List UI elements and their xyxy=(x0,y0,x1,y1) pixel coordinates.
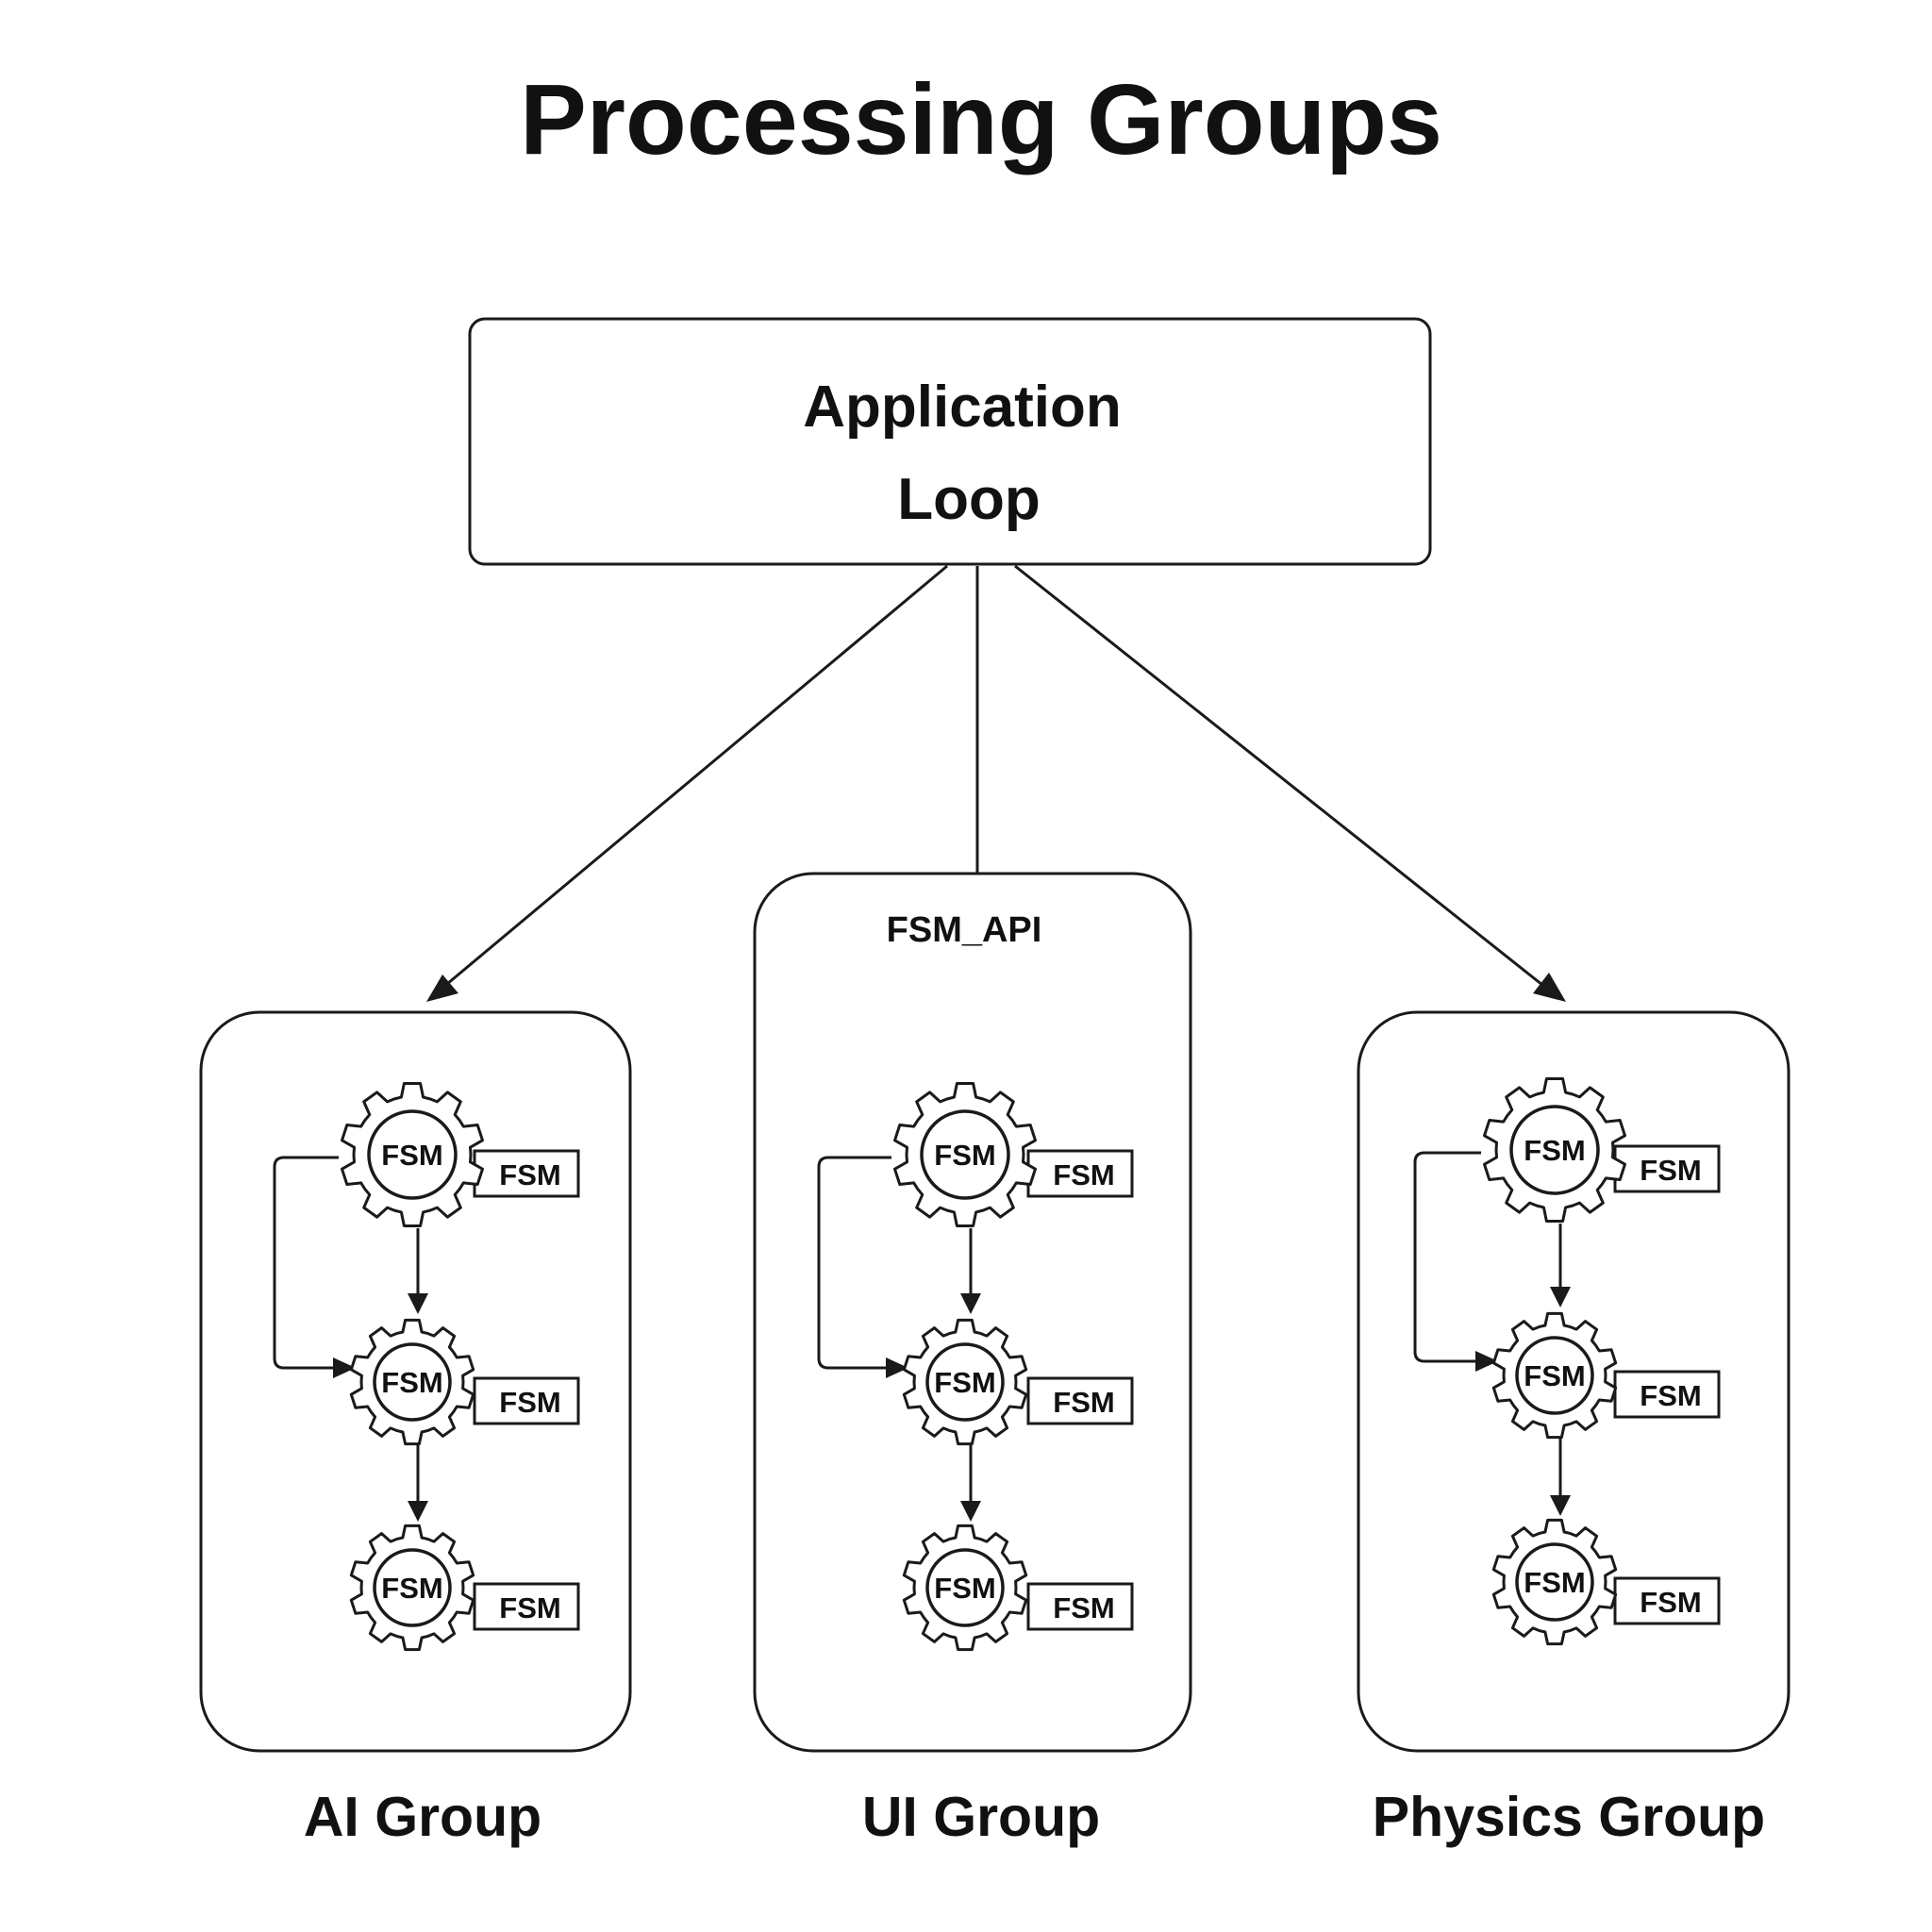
bypass-connector xyxy=(817,1156,908,1370)
fsm-flows: FSMFSMFSMFSMFSMFSMFSMFSMFSMFSMFSMFSMFSMF… xyxy=(273,1077,1721,1652)
gear-hub xyxy=(925,1342,1005,1422)
fsm-tag-box xyxy=(1026,1582,1134,1631)
gear-node: FSM FSM xyxy=(349,1318,580,1446)
connector-to-ai-group xyxy=(441,564,948,991)
ui-group-label: UI Group xyxy=(862,1786,1100,1848)
fsm-tag-label: FSM xyxy=(1053,1386,1114,1419)
gear-hub xyxy=(920,1109,1010,1200)
gear-hub xyxy=(1515,1336,1594,1415)
fsm-gear-label: FSM xyxy=(934,1139,995,1172)
fsm-gear-label: FSM xyxy=(934,1366,995,1399)
ui-group-flow: FSM FSM FSM FSM FSM FSM xyxy=(817,1082,1134,1652)
gear-node: FSM FSM xyxy=(902,1318,1134,1446)
gear-node: FSM FSM xyxy=(893,1082,1134,1227)
fsm-gear-label: FSM xyxy=(381,1139,442,1172)
application-loop-label-line1: Application xyxy=(803,375,1122,440)
fsm-tag-box xyxy=(1613,1144,1721,1193)
fsm-tag-label: FSM xyxy=(1640,1586,1701,1619)
arrow-icon xyxy=(1475,1351,1498,1372)
gear-node: FSM FSM xyxy=(1491,1518,1721,1646)
fsm-gear-label: FSM xyxy=(1524,1134,1585,1167)
application-loop-label-line2: Loop xyxy=(897,467,1041,532)
arrow-icon xyxy=(886,1357,908,1378)
fsm-tag-label: FSM xyxy=(1053,1591,1114,1624)
gear-hub xyxy=(367,1109,458,1200)
fsm-gear-label: FSM xyxy=(381,1366,442,1399)
gear-hub xyxy=(373,1342,452,1422)
fsm-tag-box xyxy=(473,1582,580,1631)
application-loop-node: Application Loop xyxy=(468,317,1432,566)
arrow-icon xyxy=(333,1357,356,1378)
gear-node: FSM FSM xyxy=(1483,1077,1721,1223)
gear-hub xyxy=(373,1548,452,1627)
fsm-gear-label: FSM xyxy=(934,1572,995,1605)
arrow-icon xyxy=(960,1501,981,1522)
gear-hub xyxy=(925,1548,1005,1627)
physics-group-flow: FSM FSM FSM FSM FSM FSM xyxy=(1413,1077,1721,1646)
gear-hub xyxy=(1515,1542,1594,1622)
fsm-tag-label: FSM xyxy=(499,1386,560,1419)
fsm-tag-label: FSM xyxy=(1640,1154,1701,1187)
gear-node: FSM FSM xyxy=(902,1524,1134,1652)
physics-group-label: Physics Group xyxy=(1373,1786,1765,1848)
fsm-tag-label: FSM xyxy=(1053,1158,1114,1191)
arrow-icon xyxy=(1550,1495,1571,1516)
gear-node: FSM FSM xyxy=(1491,1311,1721,1440)
bypass-connector xyxy=(273,1156,356,1370)
fsm-gear-label: FSM xyxy=(381,1572,442,1605)
fsm-gear-label: FSM xyxy=(1524,1566,1585,1599)
fsm-tag-box xyxy=(1613,1370,1721,1419)
fsm-tag-box xyxy=(1613,1576,1721,1625)
arrow-icon xyxy=(1533,973,1566,1002)
arrow-icon xyxy=(960,1293,981,1314)
fsm-tag-box xyxy=(473,1376,580,1425)
fsm-api-label: FSM_API xyxy=(887,910,1042,950)
arrow-icon xyxy=(408,1501,428,1522)
arrow-icon xyxy=(1550,1287,1571,1307)
arrow-icon xyxy=(426,974,458,1002)
ui-group-box xyxy=(753,872,1192,1753)
fsm-tag-box xyxy=(1026,1149,1134,1198)
fsm-tag-label: FSM xyxy=(499,1158,560,1191)
bypass-connector xyxy=(1413,1151,1498,1363)
connector-to-physics-group xyxy=(1014,564,1548,991)
root-connectors xyxy=(426,564,1566,1002)
fsm-gear-label: FSM xyxy=(1524,1359,1585,1392)
gear-hub xyxy=(1509,1105,1600,1195)
ai-group-label: AI Group xyxy=(304,1786,541,1848)
fsm-tag-label: FSM xyxy=(1640,1379,1701,1412)
diagram-title: Processing Groups xyxy=(520,64,1442,175)
gear-node: FSM FSM xyxy=(349,1524,580,1652)
ai-group-flow: FSM FSM FSM FSM FSM FSM xyxy=(273,1082,580,1652)
arrow-icon xyxy=(408,1293,428,1314)
fsm-tag-box xyxy=(1026,1376,1134,1425)
gear-node: FSM FSM xyxy=(341,1082,580,1227)
fsm-tag-label: FSM xyxy=(499,1591,560,1624)
